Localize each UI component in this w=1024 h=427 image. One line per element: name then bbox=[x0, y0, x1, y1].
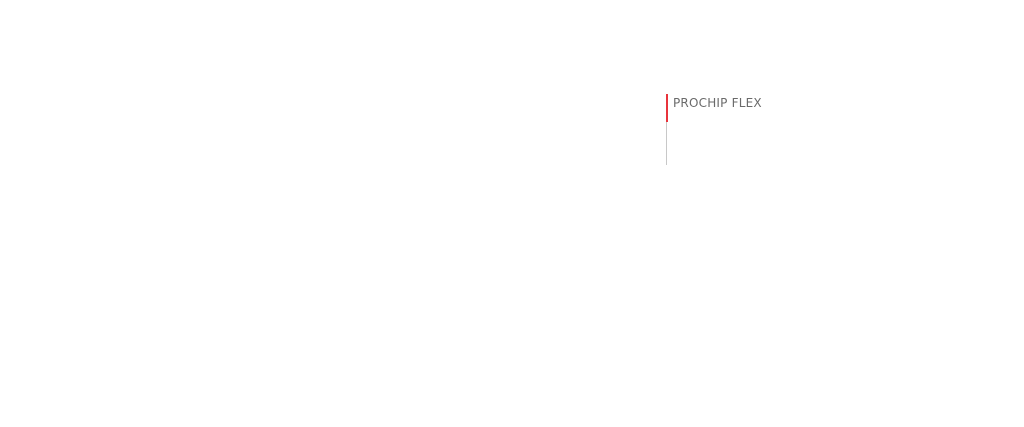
vertical-divider bbox=[666, 94, 668, 165]
product-title[interactable]: PROCHIP FLEX bbox=[673, 96, 762, 110]
product-nav-item[interactable]: PROCHIP FLEX bbox=[666, 94, 866, 166]
active-indicator bbox=[666, 94, 668, 122]
